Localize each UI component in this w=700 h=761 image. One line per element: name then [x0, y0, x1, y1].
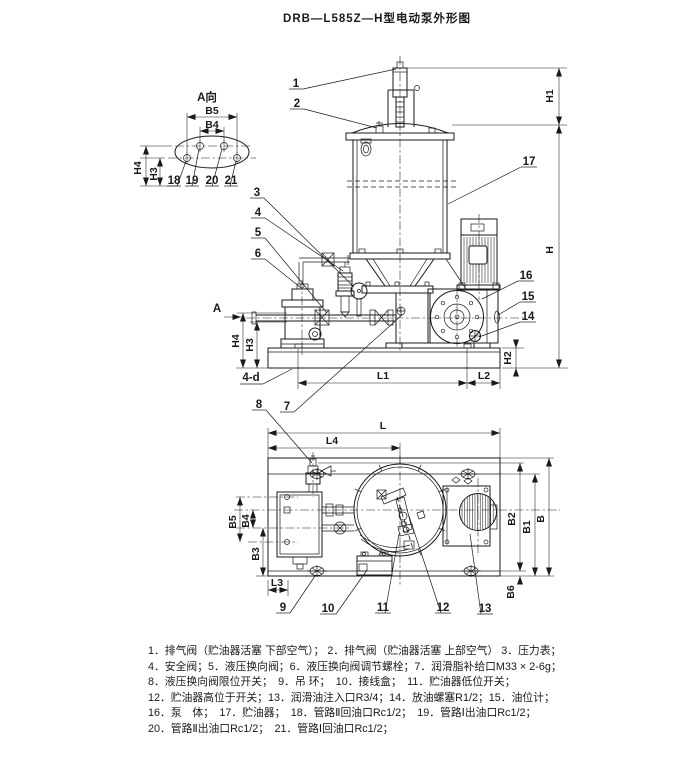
motor-cap — [460, 218, 498, 236]
drawing-title: DRB—L585Z—H型电动泵外形图 — [283, 13, 471, 25]
hydraulic-reversing-unit — [280, 283, 325, 349]
dim-label-b4-top: B4 — [240, 514, 252, 528]
lifting-eye — [461, 565, 481, 577]
junction-box-top — [356, 551, 393, 576]
flange-outline — [174, 135, 250, 169]
parts-list-line: 12．贮油器高位于开关；13．润滑油注入口R3/4；14．放油螺塞R1/2；15… — [148, 691, 555, 704]
top-view-callouts: 9 10 11 12 13 — [276, 515, 493, 615]
bolt-hole-note: 4-d — [242, 372, 259, 384]
callout-20: 20 — [206, 175, 219, 187]
drain-plug — [469, 330, 481, 342]
reversing-valve — [314, 309, 330, 326]
view-arrow-label: A — [213, 303, 221, 315]
callout-1: 1 — [293, 78, 300, 90]
motor-flange — [468, 245, 488, 265]
callout-6: 6 — [255, 248, 261, 260]
callout-14: 14 — [522, 311, 535, 323]
dim-label-l: L — [380, 420, 387, 432]
parts-list-line: 8．液压换向阀限位开关； 9．吊 环； 10．接线盒； 11．贮油器低位开关； — [148, 676, 516, 689]
dim-label-l1: L1 — [377, 370, 389, 382]
oil-level-gauge — [494, 310, 500, 324]
callout-2: 2 — [294, 98, 300, 110]
dim-label-h1: H1 — [544, 89, 556, 103]
dim-label-h3: H3 — [244, 338, 256, 352]
callout-5: 5 — [255, 227, 262, 239]
callout-10: 10 — [322, 603, 335, 615]
pump-body — [385, 292, 491, 349]
callout-17: 17 — [523, 156, 536, 168]
pressure-gauge — [350, 282, 368, 317]
base-plate — [267, 343, 501, 369]
gearbox — [427, 288, 500, 344]
detail-view-label: A向 — [197, 90, 217, 104]
callout-7: 7 — [284, 401, 290, 413]
reservoir-lid — [345, 121, 455, 157]
level-switch-arm — [359, 487, 426, 552]
dim-label-b1: B1 — [521, 520, 533, 534]
callout-15: 15 — [522, 291, 535, 303]
dim-label-l3: L3 — [271, 577, 283, 589]
dim-label-b2: B2 — [506, 512, 518, 526]
piping — [251, 252, 396, 326]
parts-list-line: 1．排气阀（贮油器活塞 下部空气）； 2．排气阀（贮油器活塞 上部空气） 3．压… — [148, 645, 562, 657]
callout-8: 8 — [256, 399, 263, 411]
dim-label-h4-detail: H4 — [132, 161, 144, 175]
callout-9: 9 — [280, 602, 286, 614]
parts-list-line: 4．安全阀；5．液压换向阀；6．液压换向阀调节螺栓；7．润滑脂补给口M33 × … — [148, 660, 562, 673]
upper-vent-valve — [375, 125, 384, 134]
callout-3: 3 — [254, 187, 260, 199]
parts-list: 1．排气阀（贮油器活塞 下部空气）； 2．排气阀（贮油器活塞 上部空气） 3．压… — [148, 644, 578, 738]
lifting-ring-icon — [360, 141, 372, 157]
pipes-top — [322, 503, 354, 535]
callout-19: 19 — [186, 175, 199, 187]
dim-label-b5-top: B5 — [227, 515, 239, 529]
top-view-dimensions: L L4 L3 B5 B4 B3 — [227, 420, 554, 599]
callout-4: 4 — [255, 207, 262, 219]
callout-13: 13 — [479, 603, 492, 615]
vent-valve-assembly — [387, 61, 420, 128]
reservoir-body — [347, 140, 467, 294]
top-view: L L4 L3 B5 B4 B3 — [227, 420, 560, 615]
dim-label-l4: L4 — [326, 435, 338, 447]
dim-label-h4: H4 — [230, 334, 242, 348]
dim-label-b6: B6 — [505, 585, 517, 599]
lifting-eye — [307, 565, 327, 577]
callout-12: 12 — [437, 602, 450, 614]
dim-label-b5-detail: B5 — [205, 105, 219, 117]
dim-label-h3-detail: H3 — [148, 167, 160, 181]
front-view-dimensions: A H4 H3 L1 L2 4-d — [213, 67, 568, 389]
limit-switch-top — [305, 455, 524, 493]
handle-knob — [414, 85, 420, 91]
dim-label-h: H — [544, 246, 556, 254]
dim-label-h2: H2 — [502, 351, 514, 365]
parts-list-line: 16．泵 体； 17．贮油器； 18．管路Ⅱ回油口Rc1/2； 19．管路Ⅰ出油… — [148, 707, 537, 720]
callout-16: 16 — [520, 270, 533, 282]
motor — [456, 218, 501, 291]
lifting-eye-symbols — [307, 468, 481, 577]
dim-label-b3: B3 — [250, 547, 262, 561]
valve-box-top — [236, 491, 352, 570]
front-view-callouts: 1 2 3 4 5 6 7 8 17 16 15 — [250, 68, 537, 464]
dim-label-l2: L2 — [478, 370, 490, 382]
callout-11: 11 — [377, 602, 390, 614]
dim-label-b4-detail: B4 — [205, 119, 219, 131]
lifting-eye — [458, 468, 478, 480]
reservoir-top — [353, 463, 447, 557]
detail-view-a: A向 B5 B4 — [132, 90, 256, 187]
dim-label-b: B — [535, 515, 547, 523]
front-view: A H4 H3 L1 L2 4-d — [213, 56, 568, 464]
parts-list-line: 20．管路Ⅱ出油口Rc1/2； 21．管路Ⅰ回油口Rc1/2； — [148, 722, 394, 735]
